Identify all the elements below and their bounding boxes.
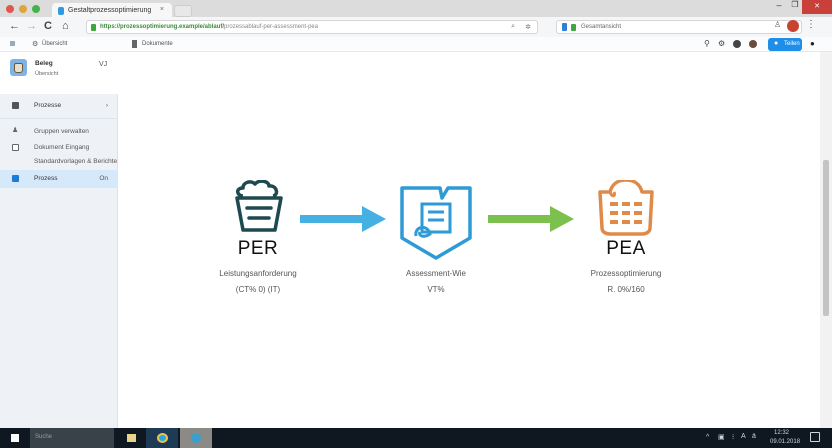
tab-close-icon[interactable]: × [159, 6, 164, 13]
taskbar-app-explorer[interactable] [118, 428, 144, 448]
secure-lock-icon [91, 24, 96, 31]
clock-time[interactable]: 12:32 [774, 430, 790, 436]
browser-toolbar: ← → C ⌂ https://prozessoptimierung.examp… [0, 17, 832, 37]
process-icon [12, 175, 19, 182]
tab-favicon-icon [58, 7, 64, 15]
extension-icon[interactable]: ✲ [525, 24, 531, 31]
browser-title-bar: Gestaltprozessoptimierung × – ❐ ✕ [0, 0, 832, 19]
main-content: PER Leistungsanforderung (CT% 0) (IT) As… [118, 52, 820, 428]
basket-grid-icon [598, 180, 654, 236]
doc-icon [562, 23, 567, 31]
sidebar: Beleg Übersicht VJ Prozesse › ♟ Gruppen … [0, 52, 118, 428]
bookmark-dokumente[interactable]: Dokumente [142, 41, 173, 47]
start-button[interactable] [0, 428, 30, 448]
profile-avatar-icon [10, 59, 27, 76]
taskbar-app-edge[interactable] [180, 428, 212, 448]
toggle-state[interactable]: On [99, 175, 108, 182]
stage-3-line1: Prozessoptimierung [590, 269, 662, 278]
maximize-window-dot[interactable] [32, 5, 40, 13]
minimize-button[interactable]: – [776, 0, 782, 10]
vertical-scrollbar[interactable] [820, 52, 832, 428]
network-icon[interactable]: ▣ [718, 434, 725, 441]
calendar-icon [12, 144, 19, 151]
bookmark-uebersicht[interactable]: Übersicht [42, 41, 68, 47]
extension-icon-4[interactable] [749, 40, 757, 48]
taskbar-search[interactable]: Suche [30, 428, 114, 448]
browser-icon [157, 433, 168, 443]
stage-1-line2: (CT% 0) (IT) [235, 285, 281, 294]
basket-icon [235, 180, 283, 232]
doc-bookmark-icon [132, 40, 137, 48]
people-icon: ♟ [12, 127, 19, 134]
windows-icon [11, 434, 19, 442]
secondary-field-text: Gesamtansicht [581, 24, 622, 30]
arrow-right-icon [488, 206, 574, 232]
home-button[interactable]: ⌂ [62, 20, 69, 32]
bookmarks-bar: ⚙ Übersicht Dokumente ⚲ ⚙ ● Teilen ● [0, 37, 832, 52]
menu-kebab-icon[interactable]: ⋮ [806, 19, 816, 30]
share-icon: ● [774, 40, 779, 47]
keyboard-icon[interactable]: A [741, 433, 746, 440]
search-icon[interactable]: ⌕ [511, 23, 515, 30]
stage-2-line2: VT% [427, 285, 445, 294]
tray-chevron-icon[interactable]: ^ [706, 434, 710, 441]
user-icon[interactable]: ♙ [774, 20, 782, 29]
stage-3-line2: R. 0%/160 [607, 285, 645, 294]
sidebar-item-prozesse[interactable]: Prozesse › [0, 97, 118, 115]
profile-subtitle: Übersicht [35, 71, 59, 77]
sidebar-item-dokument[interactable]: Dokument Eingang [0, 139, 118, 157]
divider [0, 118, 118, 119]
tab-title: Gestaltprozessoptimierung [68, 7, 152, 14]
back-button[interactable]: ← [9, 20, 20, 32]
extension-icon-1[interactable]: ⚲ [704, 39, 710, 48]
close-window-dot[interactable] [6, 5, 14, 13]
restore-button[interactable]: ❐ [791, 0, 799, 9]
stage-1-title: PER [237, 238, 279, 259]
share-button[interactable]: ● Teilen [768, 38, 802, 51]
sidebar-item-prozess-active[interactable]: Prozess On [0, 170, 118, 188]
edge-icon [191, 433, 201, 443]
clock-date[interactable]: 09.01.2018 [770, 439, 801, 445]
address-bar[interactable]: https://prozessoptimierung.example/ablau… [86, 20, 538, 34]
chevron-right-icon: › [105, 102, 108, 109]
taskbar-app-browser[interactable] [146, 428, 178, 448]
new-tab-button[interactable] [174, 5, 192, 17]
minimize-window-dot[interactable] [19, 5, 27, 13]
sidebar-item-vorlagen[interactable]: Standardvorlagen & Berichte [34, 158, 118, 165]
volume-icon[interactable]: ⁝ [732, 434, 735, 441]
profile-card[interactable]: Beleg Übersicht VJ [0, 52, 118, 94]
stage-2-line1: Assessment-Wie [405, 269, 466, 278]
reload-button[interactable]: C [44, 20, 52, 32]
stage-3-title: PEA [606, 238, 646, 259]
search-placeholder: Suche [35, 434, 53, 440]
arrow-right-icon [300, 206, 386, 232]
document-shield-icon [400, 186, 472, 260]
extension-icon-3[interactable] [733, 40, 741, 48]
taskbar: Suche ^ ▣ ⁝ A ä 12:32 09.01.2018 [0, 428, 832, 448]
scrollbar-thumb[interactable] [823, 160, 829, 316]
close-button[interactable]: ✕ [802, 0, 832, 14]
profile-name: Beleg [35, 60, 53, 67]
forward-button[interactable]: → [26, 20, 37, 32]
secondary-field[interactable]: Gesamtansicht [556, 20, 802, 34]
folder-icon [127, 434, 136, 442]
sidebar-item-gruppen[interactable]: ♟ Gruppen verwalten [12, 127, 89, 135]
browser-tab[interactable]: Gestaltprozessoptimierung × [52, 3, 172, 19]
notification-icon[interactable] [810, 432, 820, 442]
language-icon[interactable]: ä [752, 433, 756, 440]
profile-action[interactable]: VJ [99, 61, 108, 68]
stage-1-line1: Leistungsanforderung [219, 269, 297, 278]
folder-icon [12, 102, 19, 109]
lock-icon [571, 24, 576, 31]
extension-icon-2[interactable]: ⚙ [718, 39, 726, 48]
url-text: https://prozessoptimierung.example/ablau… [100, 24, 319, 30]
profile-avatar[interactable] [787, 20, 799, 32]
gear-icon: ⚙ [32, 41, 39, 48]
overflow-icon[interactable]: ● [810, 39, 815, 48]
apps-icon[interactable] [10, 41, 15, 46]
